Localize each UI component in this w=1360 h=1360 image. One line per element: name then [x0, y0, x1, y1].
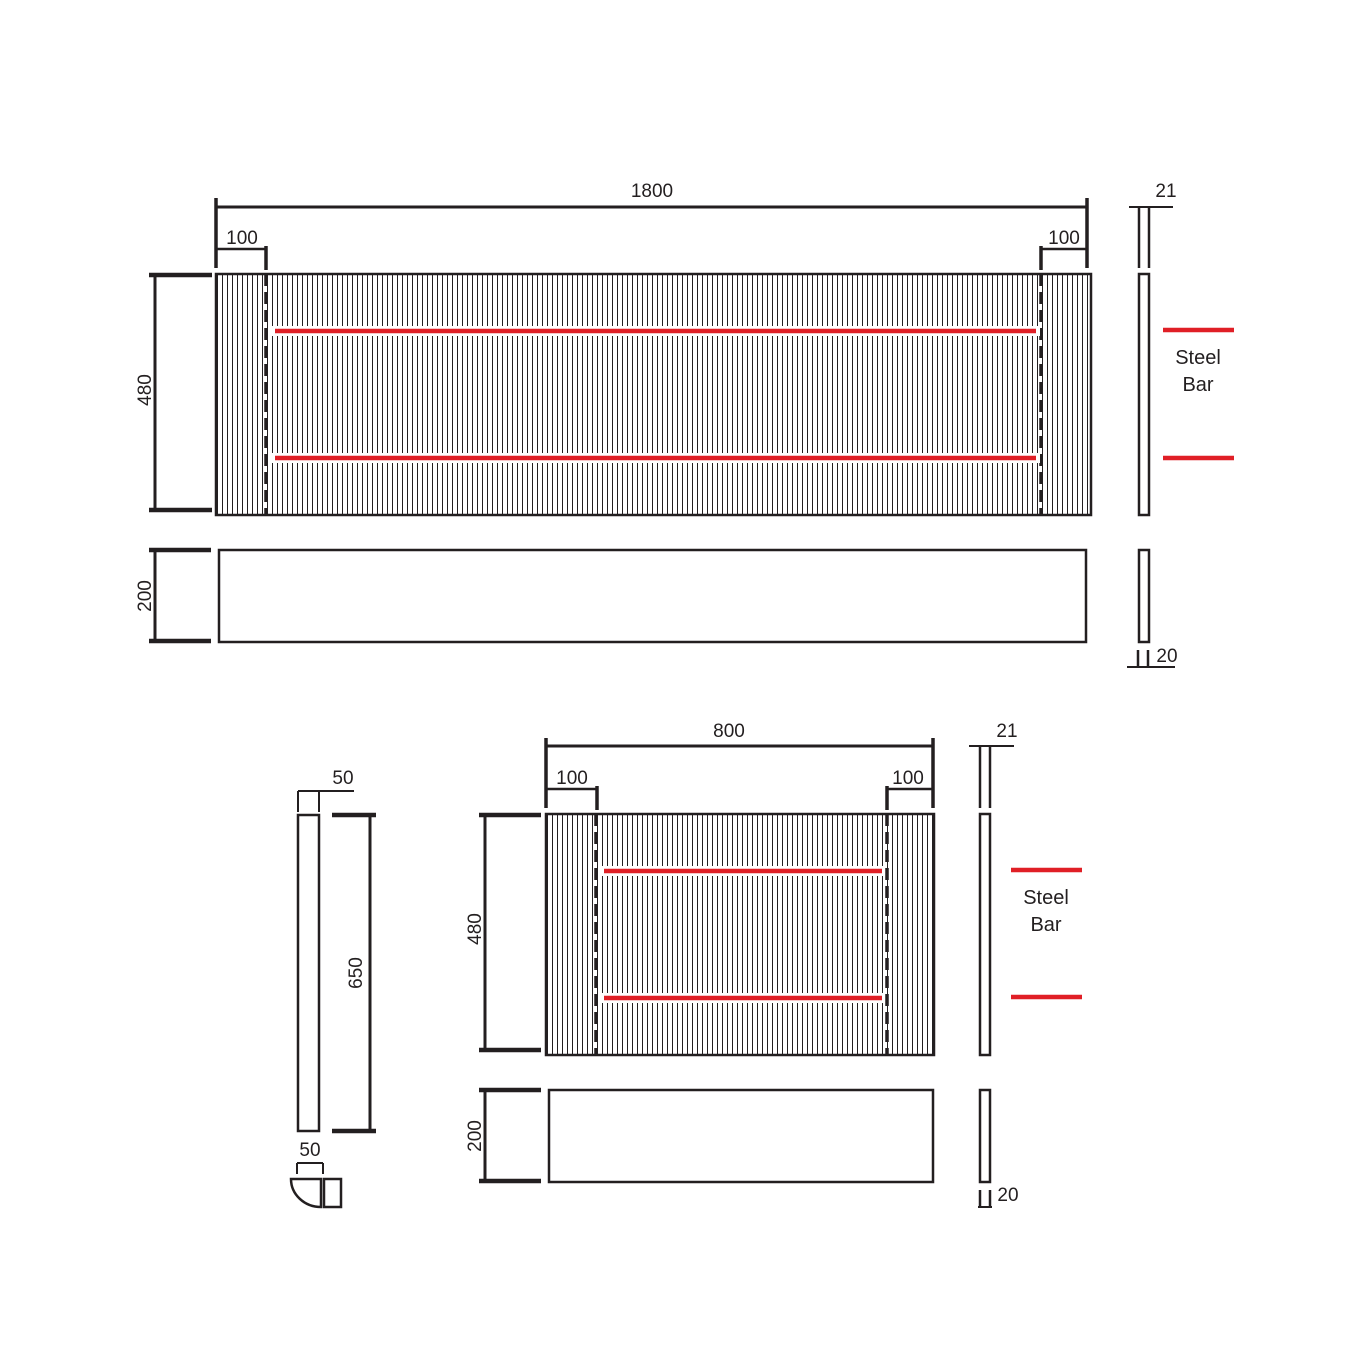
bottom-width-label: 800	[713, 721, 745, 742]
top-left-margin-dimension: 100	[216, 228, 268, 270]
top-right-margin-dimension: 100	[1039, 228, 1087, 270]
top-plinth: 200	[135, 547, 1088, 644]
bottom-right-margin-label: 100	[892, 768, 924, 789]
top-side-profile: 21 20	[1127, 181, 1178, 668]
bottom-plinth-depth-label: 20	[997, 1185, 1018, 1206]
bottom-plinth-height-label: 200	[465, 1120, 486, 1152]
leg-width-label: 50	[332, 768, 353, 789]
top-steel-bar-legend: Steel Bar	[1163, 327, 1234, 461]
bottom-right-margin-dimension: 100	[885, 768, 933, 810]
top-legend-label-line2: Bar	[1182, 374, 1213, 396]
bottom-steel-bar-legend: Steel Bar	[1011, 867, 1082, 1000]
top-plinth-depth-label: 20	[1156, 646, 1177, 667]
top-panel-depth-label: 21	[1155, 181, 1176, 202]
bottom-plinth: 200	[465, 1087, 935, 1184]
bottom-panel-height-dimension: 480	[465, 812, 541, 1053]
bottom-legend-label-line1: Steel	[1023, 887, 1069, 909]
top-fluted-panel	[214, 272, 1093, 517]
bottom-side-profile: 21 20	[969, 721, 1019, 1208]
top-unit: 1800 100 100 480	[135, 181, 1234, 668]
top-plinth-height-label: 200	[135, 580, 156, 612]
bottom-fluted-panel	[544, 812, 936, 1057]
leg-section-width-label: 50	[299, 1140, 320, 1161]
bottom-width-dimension: 800	[544, 721, 935, 808]
leg-section-quarter-round	[289, 1177, 323, 1209]
top-right-margin-label: 100	[1048, 228, 1080, 249]
top-panel-height-label: 480	[135, 374, 156, 406]
leg-height-label: 650	[346, 957, 367, 989]
bottom-panel-depth-label: 21	[996, 721, 1017, 742]
bottom-left-margin-dimension: 100	[546, 768, 599, 810]
bottom-left-margin-label: 100	[556, 768, 588, 789]
bottom-unit: 800 100 100 480	[465, 721, 1082, 1208]
leg-front	[296, 813, 321, 1133]
bottom-panel-height-label: 480	[465, 913, 486, 945]
top-panel-height-dimension: 480	[135, 272, 212, 513]
leg-section-block	[322, 1177, 343, 1209]
top-left-margin-label: 100	[226, 228, 258, 249]
bottom-legend-label-line2: Bar	[1030, 914, 1061, 936]
top-width-dimension: 1800	[214, 181, 1089, 268]
top-legend-label-line1: Steel	[1175, 347, 1221, 369]
leg-detail: 50 650 50	[289, 768, 376, 1209]
top-width-label: 1800	[631, 181, 673, 202]
